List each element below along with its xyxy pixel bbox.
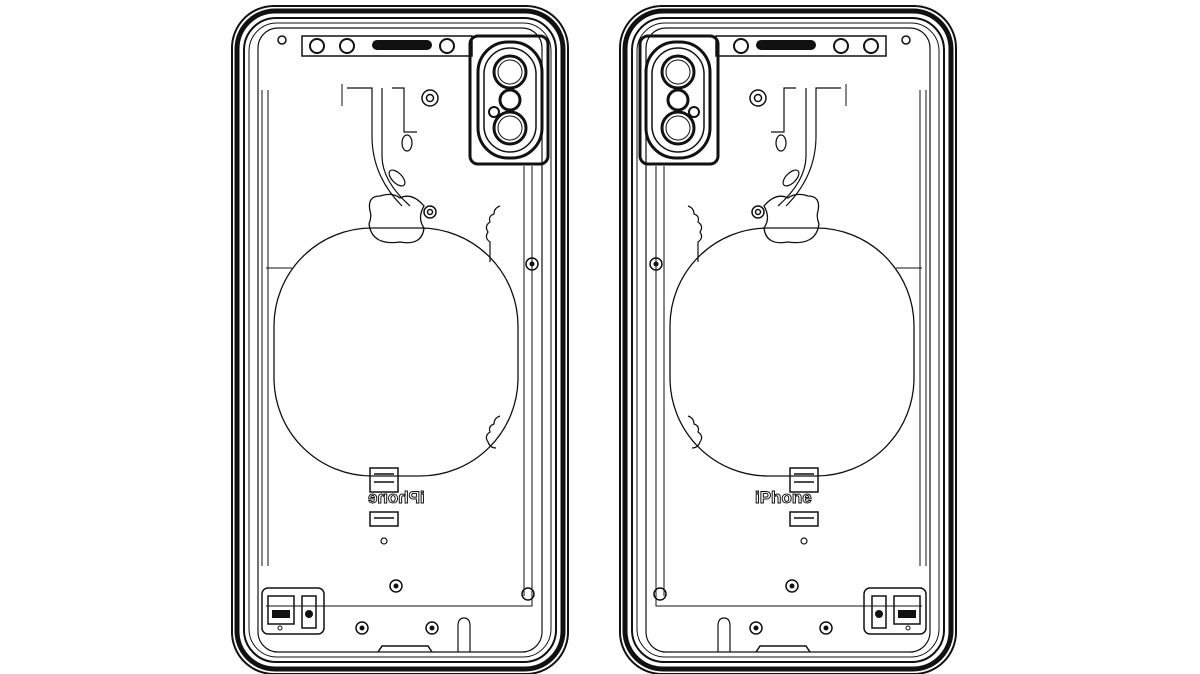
right-phone-schematic: [620, 6, 956, 674]
right-phone-label: iPhone: [755, 488, 813, 508]
left-phone-label: iPhone: [368, 488, 426, 508]
left-phone-schematic: [232, 6, 568, 674]
